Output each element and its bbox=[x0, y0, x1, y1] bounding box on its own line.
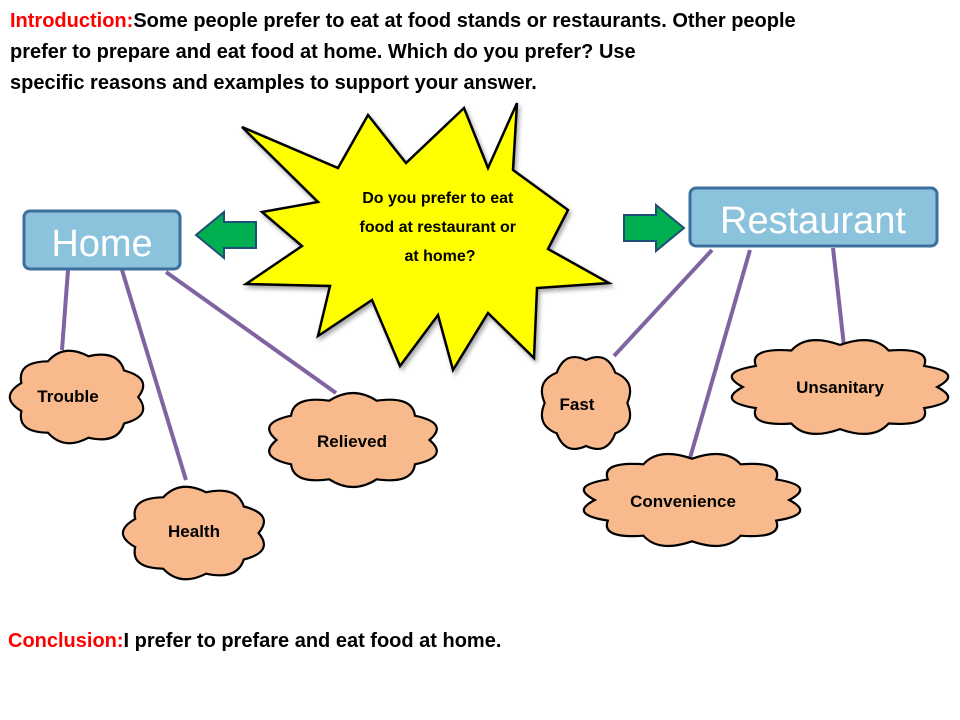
restaurant-box bbox=[688, 186, 939, 248]
arrow-right-icon bbox=[623, 202, 686, 254]
cloud-convenience bbox=[582, 452, 802, 548]
question-line-3: at home? bbox=[404, 248, 475, 265]
cloud-trouble bbox=[8, 349, 145, 445]
cloud-label-trouble: Trouble bbox=[37, 387, 98, 406]
cloud-fast bbox=[540, 356, 632, 450]
introduction-line-1: Some people prefer to eat at food stands… bbox=[133, 10, 796, 32]
cloud-label-unsanitary: Unsanitary bbox=[796, 378, 884, 397]
connector-restaurant-fast bbox=[612, 248, 714, 358]
cloud-label-health: Health bbox=[168, 522, 220, 541]
conclusion-statement: I prefer to prefare and eat food at home… bbox=[123, 630, 502, 652]
restaurant-title: Restaurant bbox=[720, 200, 906, 242]
cloud-relieved bbox=[268, 391, 438, 489]
connector-home-health bbox=[120, 269, 188, 481]
connector-restaurant-unsanitary bbox=[831, 247, 846, 347]
question-line-2: food at restaurant or bbox=[360, 219, 516, 236]
introduction-line-2: prefer to prepare and eat food at home. … bbox=[10, 41, 636, 63]
question-line-1: Do you prefer to eat bbox=[362, 190, 514, 207]
introduction-text: Introduction:Some people prefer to eat a… bbox=[10, 6, 950, 99]
connector-home-trouble bbox=[60, 269, 70, 351]
arrow-left-icon bbox=[194, 209, 257, 261]
home-box bbox=[22, 209, 182, 271]
conclusion-text: Conclusion:I prefer to prefare and eat f… bbox=[8, 630, 501, 653]
cloud-health bbox=[121, 485, 265, 581]
connector-home-relieved bbox=[164, 270, 338, 395]
cloud-label-convenience: Convenience bbox=[630, 492, 736, 511]
home-title: Home bbox=[51, 223, 152, 265]
svg-text:Do you prefer to eat food: Do you prefer to eat food at restaurant … bbox=[360, 190, 521, 265]
cloud-label-relieved: Relieved bbox=[317, 432, 387, 451]
question-starburst bbox=[241, 102, 614, 374]
cloud-label-fast: Fast bbox=[560, 395, 595, 414]
conclusion-label: Conclusion: bbox=[8, 630, 124, 652]
cloud-unsanitary bbox=[730, 339, 950, 435]
introduction-line-3: specific reasons and examples to support… bbox=[10, 72, 537, 94]
introduction-label: Introduction: bbox=[10, 10, 134, 32]
connector-restaurant-convenience bbox=[688, 249, 752, 459]
